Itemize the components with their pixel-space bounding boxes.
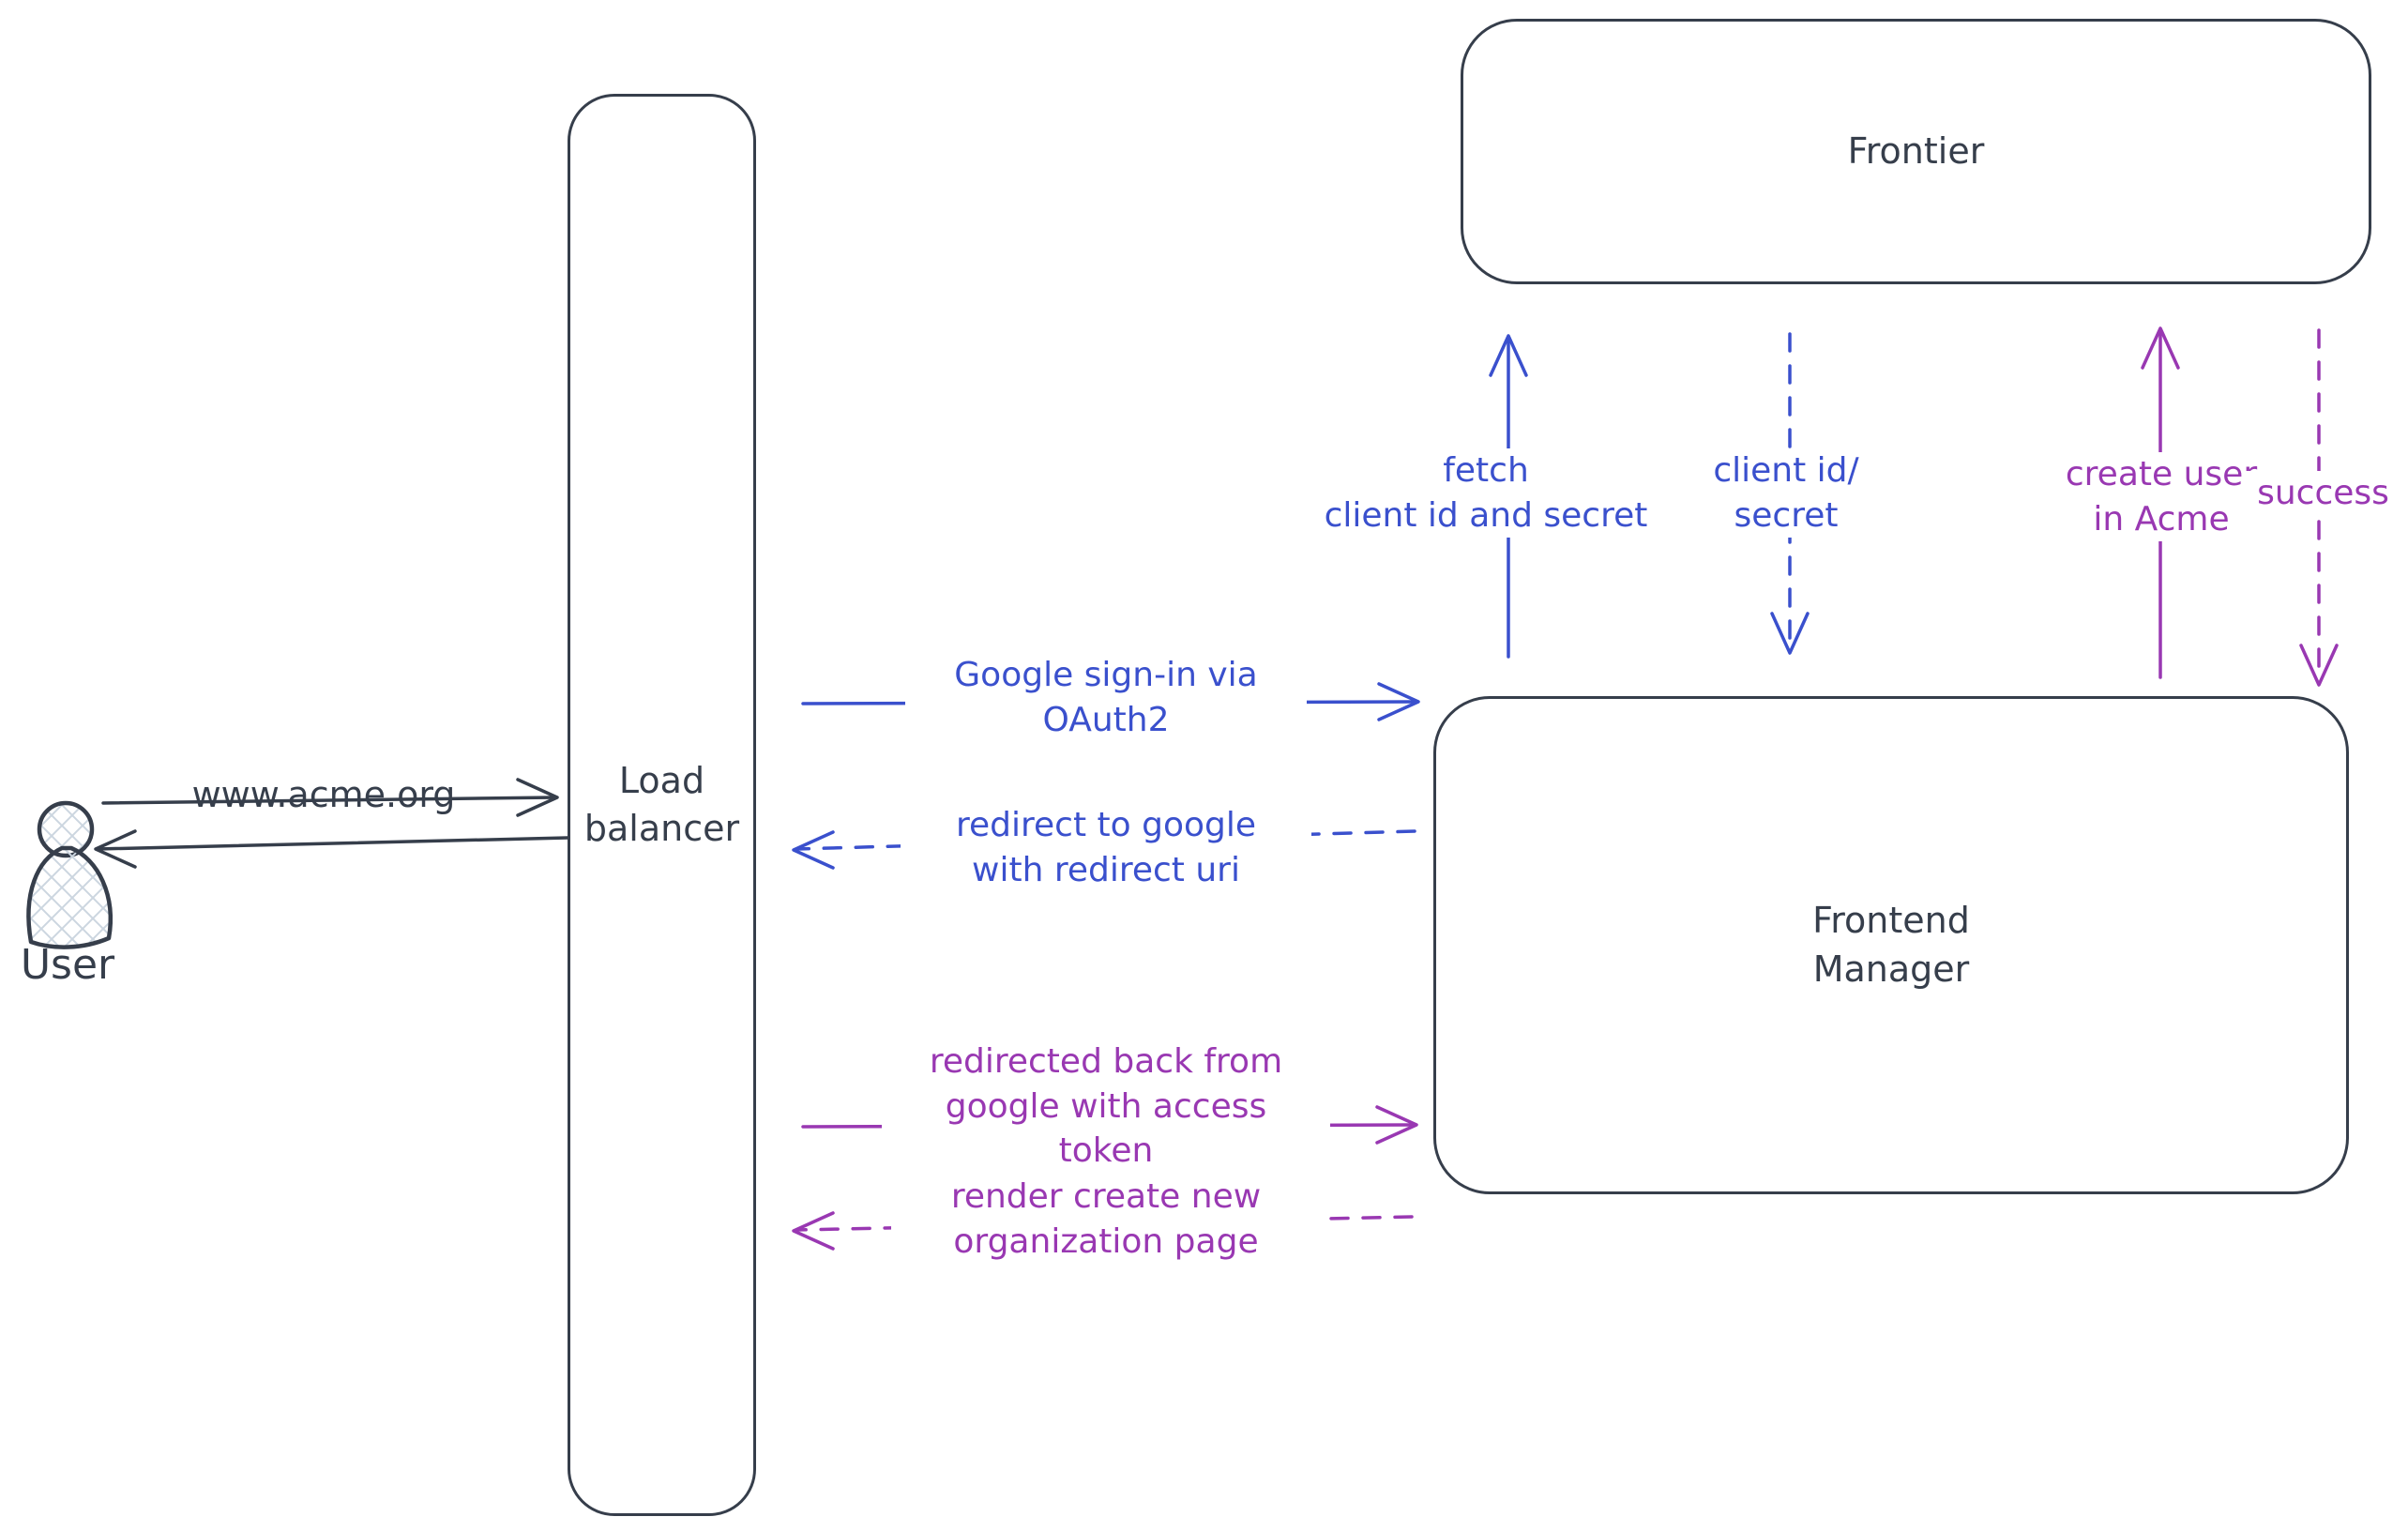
arrow-client-id-secret bbox=[1770, 332, 1810, 655]
redirect-google-label: redirect to google with redirect uri bbox=[901, 803, 1311, 893]
success-label: success bbox=[2242, 471, 2404, 516]
client-id-secret-label: client id/ secret bbox=[1689, 448, 1884, 538]
arrow-redirect-google bbox=[792, 829, 1416, 870]
redirected-back-label: redirected back from google with access … bbox=[882, 1039, 1330, 1174]
frontier-label: Frontier bbox=[1847, 129, 1985, 172]
fetch-client-label: fetch client id and secret bbox=[1299, 448, 1673, 538]
frontier-box: Frontier bbox=[1461, 19, 2371, 284]
www-acme-label: www.acme.org bbox=[191, 774, 456, 815]
load-balancer-label: Load balancer bbox=[583, 759, 740, 849]
frontend-manager-box: Frontend Manager bbox=[1433, 696, 2349, 1194]
render-org-page-label: render create new organization page bbox=[891, 1175, 1321, 1265]
user-label: User bbox=[20, 941, 115, 989]
user-icon bbox=[26, 800, 113, 949]
arrow-response-to-user bbox=[94, 829, 569, 869]
google-signin-label: Google sign-in via OAuth2 bbox=[905, 653, 1307, 743]
arrow-www-acme bbox=[101, 778, 559, 817]
load-balancer-box: Load balancer bbox=[568, 94, 756, 1516]
frontend-manager-label: Frontend Manager bbox=[1812, 900, 1970, 990]
